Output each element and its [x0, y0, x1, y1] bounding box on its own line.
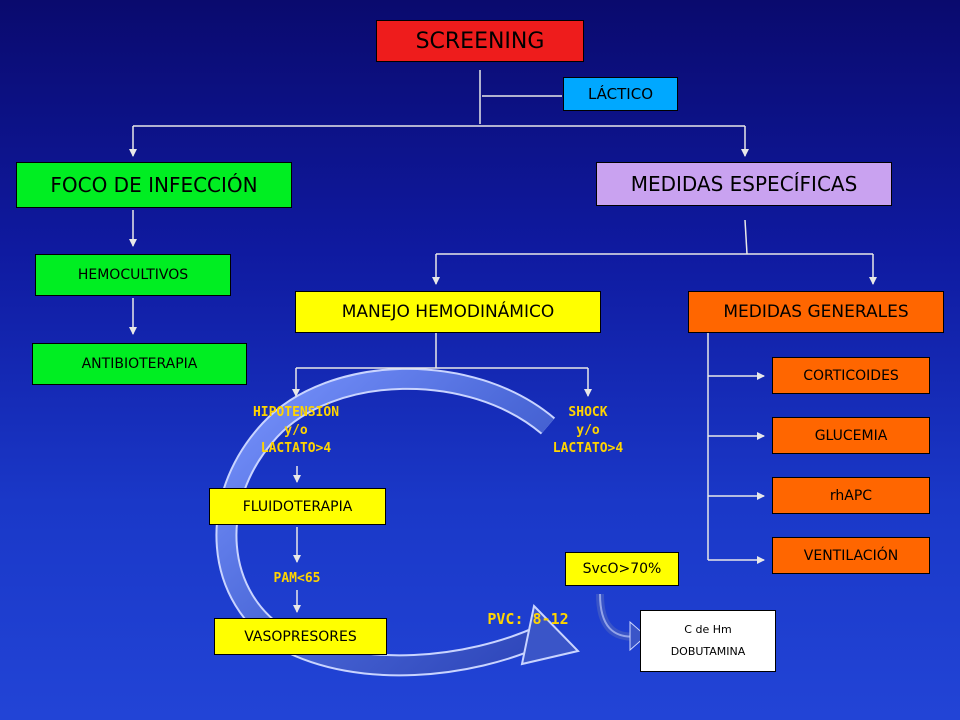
vasopresores-box: VASOPRESORES: [214, 618, 387, 655]
corticoides-box: CORTICOIDES: [772, 357, 930, 394]
glucemia-box: GLUCEMIA: [772, 417, 930, 454]
medidas-generales-box: MEDIDAS GENERALES: [688, 291, 944, 333]
medidas-especificas-box: MEDIDAS ESPECÍFICAS: [596, 162, 892, 206]
rhapc-box: rhAPC: [772, 477, 930, 514]
pam-label: PAM<65: [273, 571, 321, 586]
pvc-label: PVC: 8-12: [487, 610, 569, 628]
cycle-arrow: [215, 367, 580, 677]
c-de-hm-dobutamina-box: C de Hm DOBUTAMINA: [640, 610, 776, 672]
fluidoterapia-box: FLUIDOTERAPIA: [209, 488, 386, 525]
antibioterapia-box: ANTIBIOTERAPIA: [32, 343, 247, 385]
hipotension-label: HIPOTENSIÓN y/o LACTATO>4: [252, 405, 340, 456]
hemocultivos-box: HEMOCULTIVOS: [35, 254, 231, 296]
lactico-box: LÁCTICO: [563, 77, 678, 111]
dobutamina-label: DOBUTAMINA: [670, 645, 746, 658]
shock-label: SHOCK y/o LACTATO>4: [552, 405, 624, 456]
foco-infeccion-box: FOCO DE INFECCIÓN: [16, 162, 292, 208]
ventilacion-box: VENTILACIÓN: [772, 537, 930, 574]
c-de-hm-label: C de Hm: [684, 623, 732, 636]
svco-box: SvcO>70%: [565, 552, 679, 586]
manejo-hemodinamico-box: MANEJO HEMODINÁMICO: [295, 291, 601, 333]
screening-box: SCREENING: [376, 20, 584, 62]
